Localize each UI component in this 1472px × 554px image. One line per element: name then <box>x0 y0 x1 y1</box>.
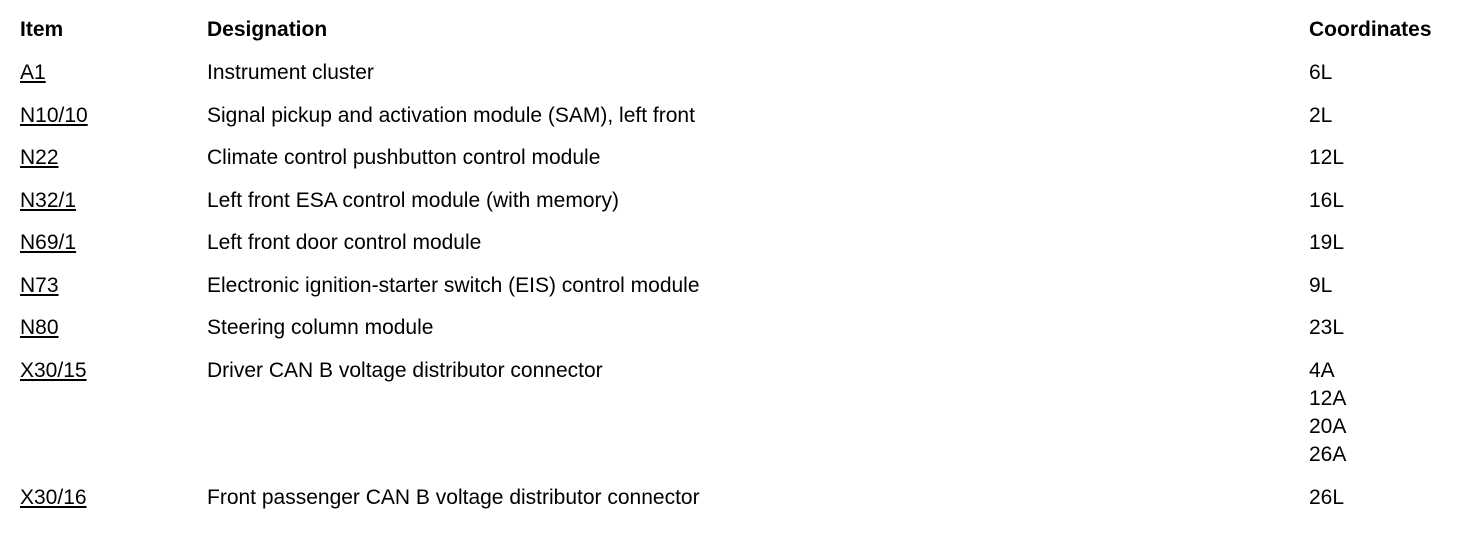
coordinate-value: 23L <box>1309 316 1345 339</box>
header-coordinates: Coordinates <box>1309 18 1432 41</box>
coordinates-cell: 12L <box>1309 144 1344 172</box>
coordinate-value: 12A <box>1309 387 1347 410</box>
coordinate-value: 20A <box>1309 415 1347 438</box>
designation-text: Electronic ignition-starter switch (EIS)… <box>207 274 700 297</box>
designation-text: Front passenger CAN B voltage distributo… <box>207 486 700 509</box>
coordinates-cell: 9L <box>1309 272 1332 300</box>
item-link[interactable]: N22 <box>20 146 59 169</box>
coordinate-value: 6L <box>1309 61 1333 84</box>
item-link[interactable]: N80 <box>20 316 59 339</box>
item-link[interactable]: N73 <box>20 274 59 297</box>
designation-text: Driver CAN B voltage distributor connect… <box>207 359 603 382</box>
designation-text: Instrument cluster <box>207 61 374 84</box>
coordinate-value: 9L <box>1309 274 1333 297</box>
coordinates-cell: 4A 12A 20A 26A <box>1309 357 1346 469</box>
designation-text: Climate control pushbutton control modul… <box>207 146 601 169</box>
coordinates-cell: 6L <box>1309 59 1332 87</box>
item-link[interactable]: N10/10 <box>20 104 88 127</box>
designation-text: Left front ESA control module (with memo… <box>207 189 619 212</box>
header-item: Item <box>20 18 64 41</box>
designation-text: Steering column module <box>207 316 434 339</box>
coordinates-cell: 19L <box>1309 229 1344 257</box>
coordinate-value: 19L <box>1309 231 1345 254</box>
coordinates-cell: 2L <box>1309 102 1332 130</box>
coordinate-value: 12L <box>1309 146 1345 169</box>
coordinates-cell: 26L <box>1309 484 1344 512</box>
coordinate-value: 16L <box>1309 189 1345 212</box>
item-link[interactable]: N69/1 <box>20 231 77 254</box>
item-link[interactable]: N32/1 <box>20 189 77 212</box>
coordinate-value: 26A <box>1309 443 1347 466</box>
coordinate-value: 4A <box>1309 359 1335 382</box>
item-link[interactable]: X30/15 <box>20 359 87 382</box>
item-link[interactable]: X30/16 <box>20 486 87 509</box>
designation-text: Left front door control module <box>207 231 482 254</box>
designation-text: Signal pickup and activation module (SAM… <box>207 104 695 127</box>
coordinate-value: 26L <box>1309 486 1345 509</box>
coordinate-value: 2L <box>1309 104 1333 127</box>
coordinates-cell: 23L <box>1309 314 1344 342</box>
coordinates-cell: 16L <box>1309 187 1344 215</box>
header-designation: Designation <box>207 18 328 41</box>
item-link[interactable]: A1 <box>20 61 46 84</box>
